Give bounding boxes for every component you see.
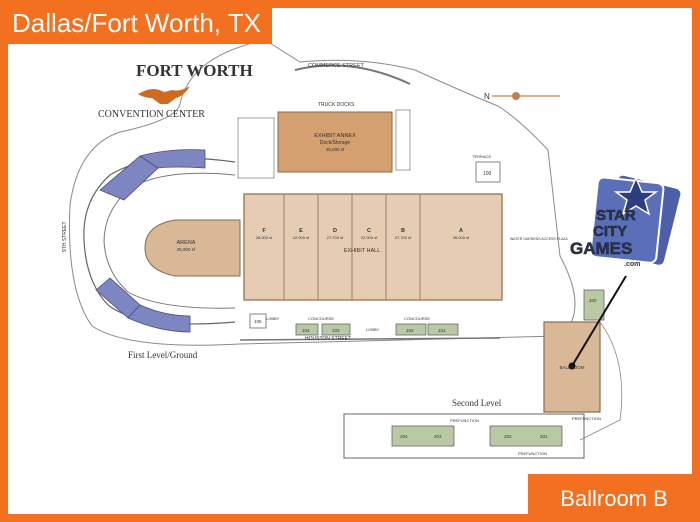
exhibit-hall-label: EXHIBIT HALL xyxy=(344,248,381,254)
prefunction-label-top: PREFUNCTION xyxy=(450,418,479,423)
hall-e-size: 22,900 sf xyxy=(293,235,310,240)
hall-d-letter: D xyxy=(333,228,337,234)
room-100-label: 100 xyxy=(483,171,492,177)
northeast-service-block xyxy=(395,109,411,171)
logo-line-2: CONVENTION CENTER xyxy=(98,109,205,120)
sponsor-line-4: .com xyxy=(624,261,640,268)
ballroom-pointer-line xyxy=(571,275,627,367)
hall-f-letter: F xyxy=(262,228,266,234)
sponsor-line-2: CITY xyxy=(593,223,627,240)
water-gardens-label: WATER GARDENS ACCESS PLAZA xyxy=(510,237,568,241)
ballroom-label: Ballroom B xyxy=(560,486,668,511)
hall-a-letter: A xyxy=(459,228,463,234)
ninth-street-label: 9TH STREET xyxy=(62,221,68,252)
houston-street-line xyxy=(239,337,501,341)
room-105-box xyxy=(249,313,267,329)
room-202-label: 202 xyxy=(504,434,512,439)
commerce-street-curve xyxy=(294,64,411,85)
room-203-label: 203 xyxy=(434,434,442,439)
terrace-label: TERRACE xyxy=(472,154,491,159)
prefunction-label-ballroom: PREFUNCTION xyxy=(572,416,601,421)
room-201-label: 201 xyxy=(540,434,548,439)
truck-docks-label: TRUCK DOCKS xyxy=(318,102,355,108)
sponsor-logo xyxy=(589,173,683,267)
hall-c-size: 22,900 sf xyxy=(361,235,378,240)
longhorn-logo-icon xyxy=(138,86,190,104)
second-level-rooms-201-202 xyxy=(489,425,563,447)
hall-e-letter: E xyxy=(299,228,303,234)
ballroom-banner: Ballroom B xyxy=(528,474,700,522)
first-level-label: First Level/Ground xyxy=(128,350,198,360)
room-101-box xyxy=(427,323,459,336)
hall-c-letter: C xyxy=(367,228,371,234)
prefunction-label-bottom: PREFUNCTION xyxy=(518,451,547,456)
room-200-box xyxy=(583,289,605,321)
floor-map: FORT WORTH CONVENTION CENTER COMMERCE ST… xyxy=(8,8,692,514)
meeting-rooms-north xyxy=(139,149,206,169)
exhibit-annex xyxy=(277,111,393,173)
arena-inner-ring xyxy=(103,172,236,309)
title-banner: Dallas/Fort Worth, TX xyxy=(0,0,272,44)
hall-b-size: 27,700 sf xyxy=(395,235,412,240)
room-103-label: 103 xyxy=(332,328,340,333)
room-100-box xyxy=(475,161,501,183)
ballroom-area xyxy=(543,321,601,413)
second-level-label: Second Level xyxy=(452,398,502,408)
commerce-street-label: COMMERCE STREET xyxy=(308,63,365,69)
compass-north-label: N xyxy=(484,92,490,101)
hall-f-size: 28,000 sf xyxy=(256,235,273,240)
hall-a-size: 36,000 sf xyxy=(453,235,470,240)
exhibit-hall xyxy=(243,193,503,301)
annex-subtitle: Dock/Storage xyxy=(320,140,351,146)
concourse-label-west: CONCOURSE xyxy=(308,316,334,321)
ballroom-pointer-dot xyxy=(568,362,576,370)
logo-line-1: FORT WORTH xyxy=(136,61,253,80)
north-service-block xyxy=(237,117,275,179)
room-200-label: 200 xyxy=(589,298,597,303)
sponsor-line-3: GAMES xyxy=(570,239,632,258)
site-outline xyxy=(69,39,576,346)
room-102-box xyxy=(395,323,427,336)
concourse-label-east: CONCOURSE xyxy=(404,316,430,321)
meeting-rooms-south xyxy=(127,304,191,333)
lobby-label-center: LOBBY xyxy=(366,327,380,332)
page-title: Dallas/Fort Worth, TX xyxy=(12,8,261,38)
sponsor-line-1: STAR xyxy=(596,207,636,224)
second-level-outline xyxy=(343,413,585,459)
arena-size: 25,900 sf xyxy=(177,247,196,252)
room-104-box xyxy=(295,323,319,336)
arena-floor xyxy=(144,219,241,277)
sponsor-star-icon xyxy=(613,176,659,216)
second-level-rooms-203-204 xyxy=(391,425,455,447)
ballroom-outline-curve xyxy=(579,321,623,441)
floor-map-drawing: FORT WORTH CONVENTION CENTER COMMERCE ST… xyxy=(62,39,683,459)
hall-b-letter: B xyxy=(401,228,405,234)
room-204-label: 204 xyxy=(400,434,408,439)
compass-icon xyxy=(512,92,520,100)
room-102-label: 102 xyxy=(406,328,414,333)
room-103-box xyxy=(321,323,351,336)
room-105-label: 105 xyxy=(254,319,262,324)
houston-street-label: HOUSTON STREET xyxy=(305,336,351,342)
arena-label: ARENA xyxy=(177,240,196,246)
ballroom-map-label: BALLROOM xyxy=(559,365,584,370)
annex-title: EXHIBIT ANNEX xyxy=(314,133,356,139)
lobby-label-west: LOBBY xyxy=(266,316,280,321)
annex-size: 45,000 sf xyxy=(326,147,345,152)
room-101-label: 101 xyxy=(438,328,446,333)
hall-d-size: 27,700 sf xyxy=(327,235,344,240)
room-104-label: 104 xyxy=(302,328,310,333)
